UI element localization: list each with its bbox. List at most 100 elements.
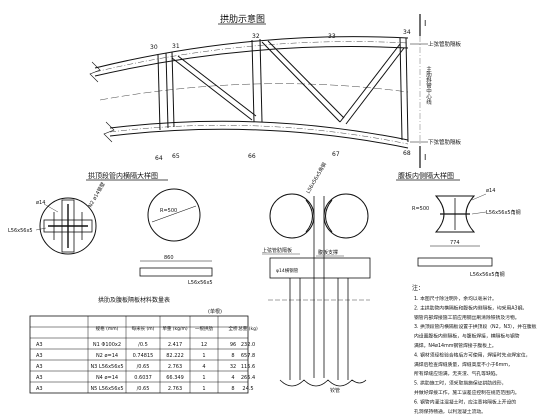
table-cell: 2.763 [168, 386, 182, 392]
notes-title: 注： [412, 284, 424, 292]
material-table: 规格 (mm) 每米长 (m) 单重 (kg/m) 一根拱肋 全桥总重 (kg) A3 N1… [29, 315, 258, 394]
table-cell: 1 [202, 375, 205, 381]
table-cell: 265.4 [241, 375, 255, 381]
note-line: 孔洞保持畅通，以利混凝土流动。 [414, 408, 486, 415]
note-line: 3. 拱顶段管内横隔板设置于拱顶段（N2，N3），并在腹板 [414, 323, 537, 330]
table-cell: /0.65 [137, 386, 150, 392]
note-line: 2. 主拱肋管内横隔板和腹板内侧隔板，均采用A3钢。 [414, 304, 527, 311]
table-cell: 657.8 [241, 353, 255, 359]
table-cell: 0.6037 [134, 375, 152, 381]
middle-cross-section [268, 193, 371, 387]
table-cell: A3 [36, 375, 43, 381]
table-cell: 32 [230, 364, 236, 370]
left-dim-label: 860 [164, 255, 174, 261]
note-line: 满焊后检查焊缝质量，焊缝高度不小于6mm， [414, 361, 513, 368]
table-cell: N5 L56x56x5 [90, 386, 123, 392]
table-cell: 0.74815 [133, 353, 154, 359]
table-cell: N2 ø=14 [96, 353, 118, 359]
middle-bottom-label: 铰管 [330, 387, 340, 394]
table-cell: A3 [36, 364, 43, 370]
table-cell: 1 [202, 386, 205, 392]
table-cell: A3 [36, 353, 43, 359]
lower-chord-outer [109, 120, 409, 141]
right-strip-label: L56x56x5角钢 [470, 271, 505, 278]
left-plate [39, 197, 97, 255]
note-line: 满焊。N4ø14mm钢管焊接于腹板上。 [414, 342, 497, 349]
table-cell: A3 [36, 386, 43, 392]
right-dim-label: 774 [450, 240, 460, 246]
middle-angle-label: L56x56x5角钢 [305, 161, 328, 194]
diagram-title: 拱肋示意图 [220, 13, 265, 25]
note-line: 钢管内部焊接施工前应用钢丝刷清除铁锈及污物。 [414, 314, 520, 321]
note-line: 内设置腹板内侧隔板，与腹板焊接，横隔板与钢管 [414, 333, 520, 340]
right-plate [434, 195, 476, 233]
note-line: 所有焊缝应饱满，无夹渣、气孔等缺陷。 [414, 370, 500, 377]
right-radius-label: R=500 [412, 206, 429, 212]
upper-chord-outer [94, 36, 409, 69]
table-cell: /0.65 [137, 364, 150, 370]
table-cell: 8 [231, 353, 234, 359]
table-cell: 8 [231, 386, 234, 392]
left-strip-label: L56x56x5 [188, 280, 213, 286]
section-mark-top: I [424, 19, 426, 28]
node-label-67: 67 [332, 151, 340, 158]
left-pipe-label: N2 ø14管壁 [87, 181, 107, 209]
notes-block: 注： 1. 本图尺寸除注明外，余均以毫米计。 2. 主拱肋管内横隔板和腹板内侧隔板，… [412, 284, 537, 415]
note-line: 4. 钢材须经检验合格后方可使用，焊接时先点焊定位， [414, 351, 530, 358]
table-header-cell: 总重 (kg) [238, 325, 258, 332]
node-label-31: 31 [172, 43, 180, 50]
left-section-title: 拱顶段管内横隔大样图 [88, 171, 158, 180]
node-label-33: 33 [328, 33, 336, 40]
label-lower-chord: 下弦管肋隔板 [428, 138, 462, 146]
node-label-68: 68 [403, 150, 411, 157]
truss-diagonals [171, 40, 405, 125]
table-cell: N1 Φ100x2 [93, 342, 121, 348]
table-cell: 2.417 [168, 342, 182, 348]
note-line: 6. 钢管内灌注混凝土时，应注意将隔板上开设的 [414, 398, 516, 405]
table-cell: 232.0 [241, 342, 255, 348]
table-header-cell: 一根拱肋 [195, 325, 213, 332]
node-label-32: 32 [252, 33, 260, 40]
table-header-cell: 单重 (kg/m) [162, 325, 188, 332]
table-title: 拱肋及腹板隔板材料数量表 [98, 296, 170, 304]
right-section-title: 腹板内侧隔大样图 [398, 171, 454, 180]
table-cell: 96 [230, 342, 236, 348]
label-center: 主肋斜管中心线 [425, 65, 432, 105]
table-cell: N4 ø=14 [96, 375, 118, 381]
note-line: 5. 拱肋施工时，须采取措施保证拱肋线形， [414, 380, 506, 387]
right-plate-strip [417, 257, 493, 267]
left-angle-label: L56x56x5 [8, 228, 33, 234]
table-unit-note: (单根) [208, 308, 222, 315]
note-line: 并做好焊接工作，施工误差应控制在规范范围内。 [414, 389, 520, 396]
table-header-cell: 每米长 (m) [132, 325, 155, 332]
node-label-65: 65 [172, 153, 180, 160]
node-label-66: 66 [248, 153, 256, 160]
table-cell: 12 [201, 342, 207, 348]
rib-circle-radius: R=500 [160, 208, 177, 214]
table-cell: 1 [202, 353, 205, 359]
node-label-34: 34 [403, 29, 411, 36]
table-cell: 82.222 [166, 353, 184, 359]
rib-circle-detail [147, 188, 201, 242]
note-line: 1. 本图尺寸除注明外，余均以毫米计。 [414, 295, 497, 302]
table-cell: 66.349 [166, 375, 184, 381]
node-label-30: 30 [150, 44, 158, 51]
lower-chord-inner [109, 128, 409, 149]
upper-chord-inner [94, 46, 409, 77]
label-upper-chord: 上弦管肋隔板 [428, 40, 462, 48]
left-plate-strip [139, 267, 213, 277]
table-cell: 24.5 [242, 386, 253, 392]
truss-verticals [157, 37, 409, 143]
table-header-cell: 全桥 [229, 325, 238, 332]
table-header-cell: 规格 (mm) [96, 325, 119, 332]
middle-web-label: 腹板支撑 [318, 249, 338, 256]
right-small-label: ø14 [486, 188, 495, 194]
middle-pipe-label: φ14横钢管 [276, 267, 299, 274]
table-cell: /0.5 [138, 342, 148, 348]
table-cell: 4 [231, 375, 234, 381]
table-cell: 115.6 [241, 364, 255, 370]
table-cell: 4 [202, 364, 205, 370]
section-mark-bottom: I [424, 153, 426, 162]
middle-upper-label: 上弦管肋隔板 [262, 247, 292, 254]
